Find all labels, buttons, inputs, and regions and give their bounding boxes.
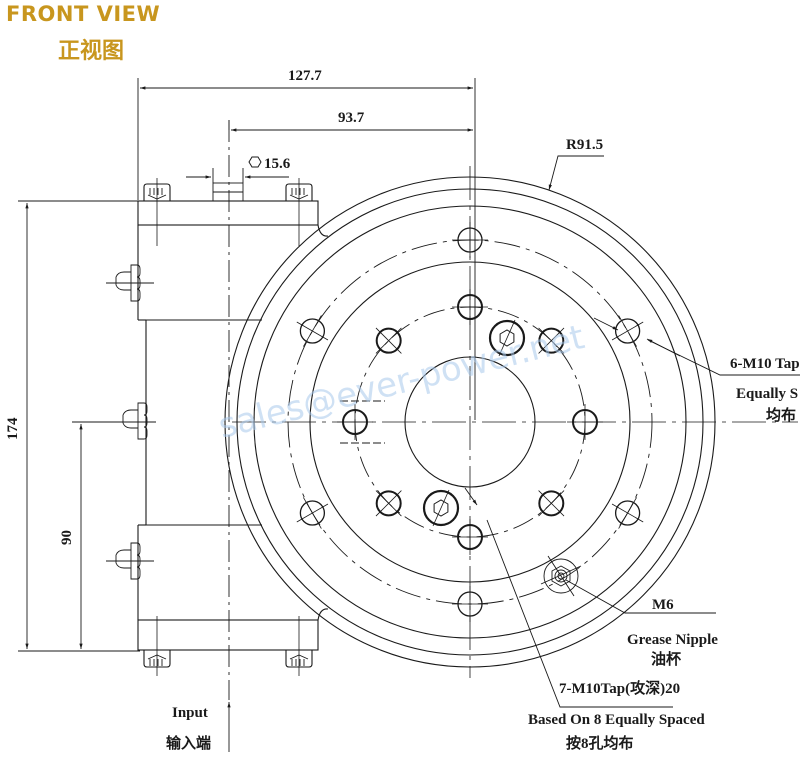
- dim-hex-size: 15.6: [264, 156, 291, 172]
- hole-crosshair: [432, 489, 450, 527]
- dim-shaft-offset: 93.7: [338, 110, 365, 126]
- hole-crosshair: [375, 490, 402, 517]
- cap-screw: [488, 319, 526, 357]
- hex-symbol-icon: [248, 156, 262, 168]
- note-grease-label: Grease Nipple: [627, 632, 718, 648]
- dim-overall-height: 174: [5, 417, 21, 440]
- mount-hole: [614, 500, 641, 526]
- grease-nipple-left-top: [106, 264, 154, 302]
- dim-outer-radius: R91.5: [566, 137, 603, 153]
- input-label-cn: 输入端: [166, 734, 211, 752]
- grease-nipple-left-middle: [72, 402, 156, 440]
- note-tap-holes-spacing: Based On 8 Equally Spaced: [528, 712, 705, 728]
- bottom-flange: [137, 619, 319, 651]
- worm-housing: [137, 178, 329, 676]
- note-grease-cn: 油杯: [651, 650, 682, 668]
- hex-socket: [499, 329, 515, 347]
- hole-crosshair: [611, 321, 644, 341]
- hole-crosshair: [296, 503, 329, 523]
- tap-hole: [538, 490, 565, 517]
- bolt-holes: [296, 222, 644, 622]
- grease-nipple-ring: [540, 555, 582, 597]
- grease-nipple-left-bottom: [106, 542, 154, 580]
- input-label: Input: [172, 705, 208, 721]
- note-mount-holes: 6-M10 Tap: [730, 356, 800, 372]
- view-title-cn: 正视图: [58, 39, 125, 64]
- tap-hole: [375, 490, 402, 517]
- tap-hole: [375, 327, 402, 354]
- view-title-en: FRONT VIEW: [6, 2, 161, 26]
- hole-crosshair: [538, 490, 565, 517]
- mount-hole: [614, 318, 641, 344]
- dimension-lines: [18, 78, 800, 752]
- hole-crosshair: [538, 327, 565, 354]
- watermark: sales@ever-power.net: [215, 317, 589, 447]
- note-tap-holes-cn: 按8孔均布: [566, 734, 634, 752]
- tap-hole: [538, 327, 565, 354]
- hole-crosshair: [375, 327, 402, 354]
- note-mount-holes-cn: 均布: [766, 406, 796, 424]
- slew-ring: [224, 166, 798, 678]
- dim-input-height: 90: [59, 530, 75, 545]
- note-mount-holes-spacing: Equally S: [736, 386, 798, 402]
- note-grease-size: M6: [652, 597, 674, 613]
- hole-crosshair: [498, 319, 516, 357]
- top-flange: [137, 200, 319, 226]
- hole-crosshair: [296, 321, 329, 341]
- cap-screw: [422, 489, 460, 527]
- hex-socket: [433, 499, 449, 517]
- hole-crosshair: [611, 503, 644, 523]
- dim-overall-width: 127.7: [288, 68, 322, 84]
- mount-hole: [299, 500, 326, 526]
- note-tap-holes: 7-M10Tap(攻深)20: [559, 679, 680, 697]
- mount-hole: [299, 318, 326, 344]
